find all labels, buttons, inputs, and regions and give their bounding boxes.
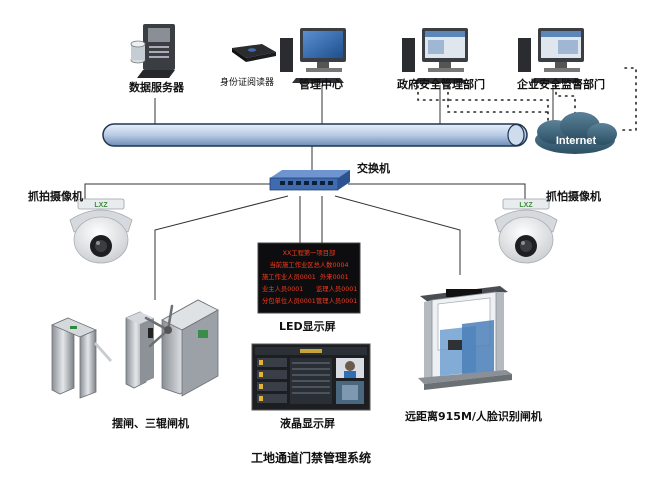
network-backbone	[102, 123, 528, 147]
label-camera-left: 抓拍摄像机	[28, 190, 83, 203]
label-enterprise-safety-dept: 企业安全监督部门	[517, 78, 605, 91]
led-line-3a: 施工作业人员0001	[262, 272, 316, 281]
label-lcd-screen: 液晶显示屏	[280, 417, 335, 430]
camera-brand-right: LXZ	[519, 202, 533, 209]
led-line-4b: 监理人员0001	[316, 284, 357, 293]
label-camera-right: 抓怕摄像机	[546, 190, 601, 203]
internet-cloud: Internet	[535, 112, 617, 154]
internet-label: Internet	[556, 135, 597, 147]
led-line-5b: 管理人员0001	[316, 296, 357, 305]
server-icon	[130, 24, 175, 78]
label-id-reader: 身份证阅读器	[220, 78, 275, 88]
led-line-4a: 业主人员0001	[262, 284, 303, 293]
led-line-1: XX工程第一项目部	[283, 248, 336, 257]
camera-brand-left: LXZ	[94, 202, 108, 209]
network-switch-icon	[269, 170, 350, 191]
label-gov-safety-dept: 政府安全管理部门	[397, 78, 485, 91]
id-reader-icon	[232, 44, 276, 62]
face-recognition-gate-icon	[418, 286, 512, 390]
dome-camera-icon-right: LXZ	[494, 198, 558, 264]
dome-camera-icon-left: LXZ	[69, 198, 133, 264]
label-switch: 交换机	[357, 162, 390, 175]
led-line-5a: 分包单位人员0001	[262, 296, 316, 305]
label-management-center: 管理中心	[299, 78, 343, 91]
led-line-2: 当前施工作业区总人数0004	[270, 260, 349, 269]
led-line-3b: 外来0001	[320, 272, 349, 281]
lcd-screen-panel	[251, 343, 371, 411]
label-data-server: 数据服务器	[129, 81, 184, 94]
label-face-gate: 远距离915M/人脸识别闸机	[405, 410, 542, 423]
turnstile-gates-icon	[50, 299, 219, 399]
diagram-caption: 工地通道门禁管理系统	[251, 451, 372, 465]
connection-lines	[84, 85, 554, 300]
label-turnstiles: 摆闸、三辊闸机	[112, 417, 189, 430]
label-led-screen: LED显示屏	[279, 320, 336, 333]
led-screen-panel: XX工程第一项目部 当前施工作业区总人数0004 施工作业人员0001 外来00…	[257, 242, 361, 314]
computer-icon-management	[280, 28, 346, 83]
computer-icon-enterprise	[518, 28, 584, 83]
computer-icon-government	[402, 28, 468, 83]
